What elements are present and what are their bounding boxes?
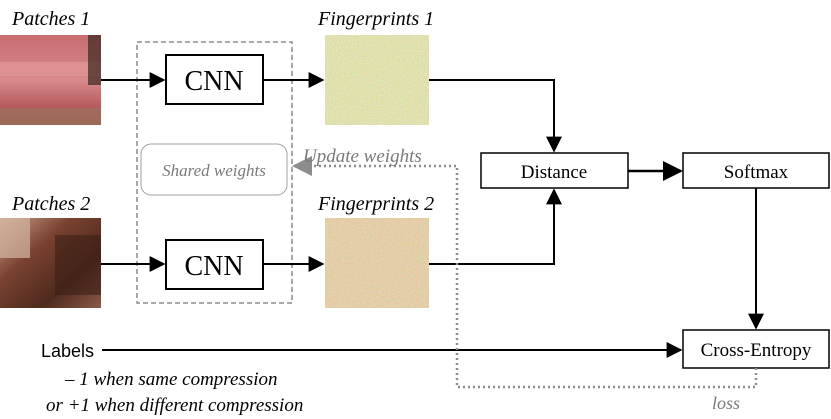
- fingerprints2-label: Fingerprints 2: [317, 193, 434, 215]
- cnn-top-block: [165, 54, 264, 105]
- cnn-bottom-label: CNN: [184, 251, 243, 282]
- cross-entropy-label: Cross-Entropy: [701, 340, 812, 361]
- labels-different-compression: or +1 when different compression: [46, 395, 303, 416]
- shared-weights-label: Shared weights: [162, 161, 266, 180]
- arrow-fingerprint2-to-distance: [429, 188, 562, 265]
- loss-label: loss: [712, 393, 740, 413]
- labels-label: Labels: [41, 341, 94, 361]
- shared-weights-box: [140, 143, 288, 196]
- patch1-image: [0, 35, 101, 125]
- softmax-block: [682, 152, 830, 189]
- arrow-fingerprint1-to-distance: [429, 79, 562, 153]
- fingerprint2-image: [325, 218, 429, 308]
- update-weights-label: Update weights: [303, 146, 422, 167]
- labels-same-compression: – 1 when same compression: [64, 369, 278, 390]
- fingerprint1-image: [325, 35, 429, 125]
- cnn-top-label: CNN: [184, 66, 243, 97]
- distance-block: [480, 152, 629, 189]
- fingerprints1-label: Fingerprints 1: [317, 8, 434, 30]
- patches1-label: Patches 1: [11, 8, 90, 30]
- softmax-label: Softmax: [724, 162, 789, 183]
- patch2-image: [0, 218, 101, 308]
- cnn-bottom-block: [165, 239, 264, 290]
- patches2-label: Patches 2: [11, 193, 90, 215]
- distance-label: Distance: [521, 162, 587, 183]
